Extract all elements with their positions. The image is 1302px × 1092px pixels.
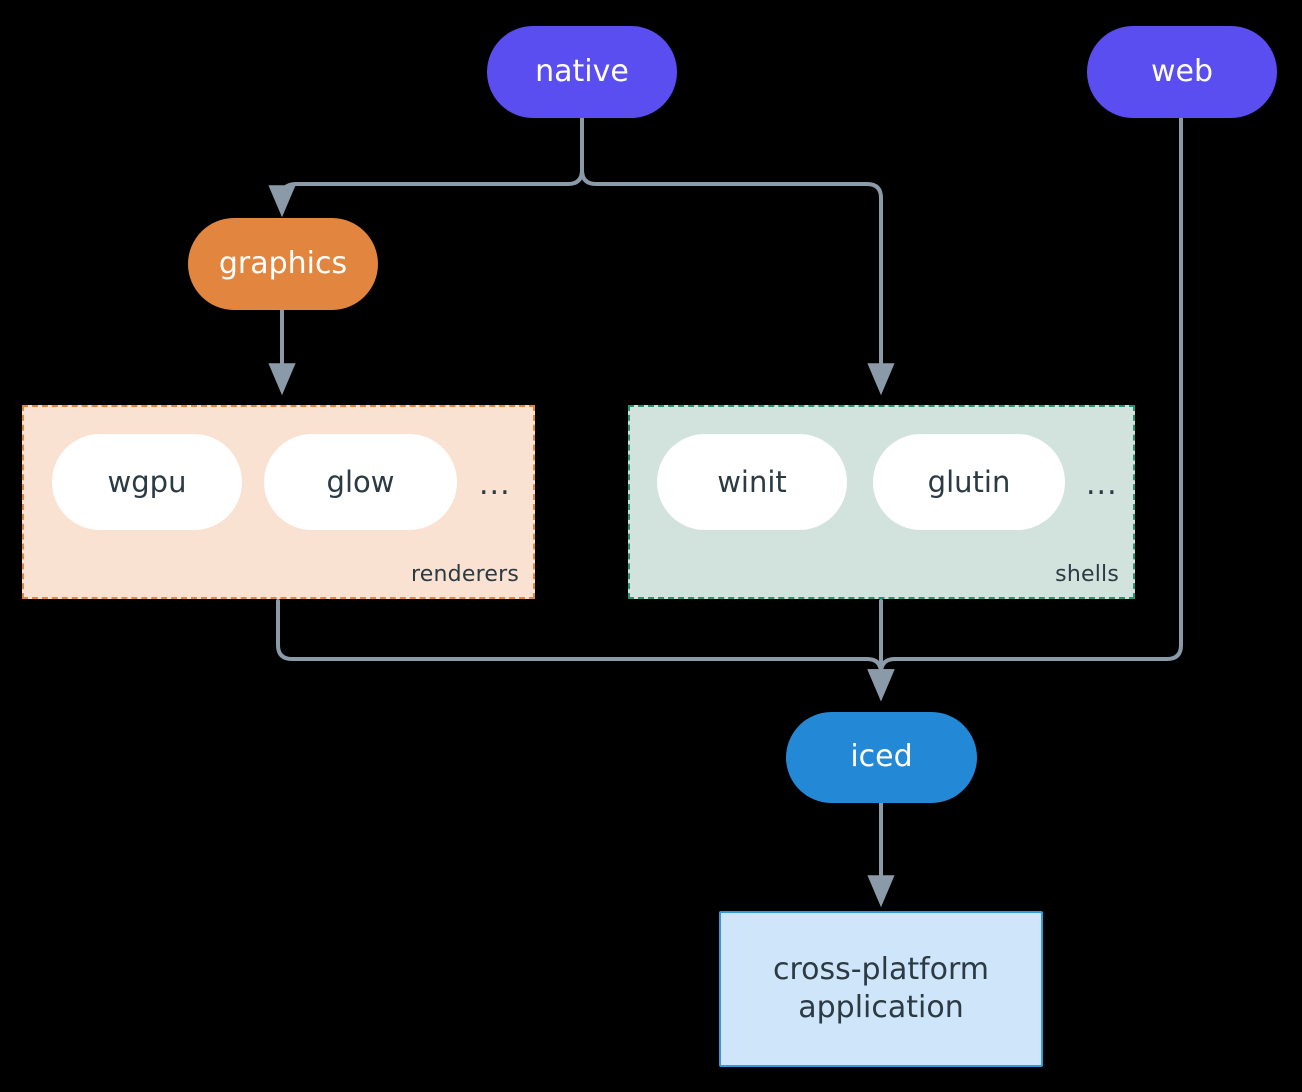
node-graphics[interactable]: graphics xyxy=(188,218,378,310)
node-native[interactable]: native xyxy=(487,26,677,118)
member-wgpu[interactable]: wgpu xyxy=(52,434,242,530)
member-winit[interactable]: winit xyxy=(657,434,847,530)
node-iced[interactable]: iced xyxy=(786,712,977,803)
member-glow[interactable]: glow xyxy=(264,434,457,530)
edge-renderers-to-iced xyxy=(276,599,895,702)
node-cross-platform-application[interactable]: cross-platform application xyxy=(719,911,1043,1067)
cluster-label-shells: shells xyxy=(1055,562,1119,587)
cluster-shells: winit glutin ... shells xyxy=(628,405,1135,599)
member-glutin[interactable]: glutin xyxy=(873,434,1065,530)
cluster-label-renderers: renderers xyxy=(411,562,519,587)
shells-ellipsis: ... xyxy=(1086,467,1118,502)
cluster-renderers: wgpu glow ... renderers xyxy=(22,405,535,599)
renderers-ellipsis: ... xyxy=(479,467,511,502)
node-web[interactable]: web xyxy=(1087,26,1277,118)
edge-native-to-shells xyxy=(580,116,895,396)
edge-native-to-graphics xyxy=(268,116,584,218)
